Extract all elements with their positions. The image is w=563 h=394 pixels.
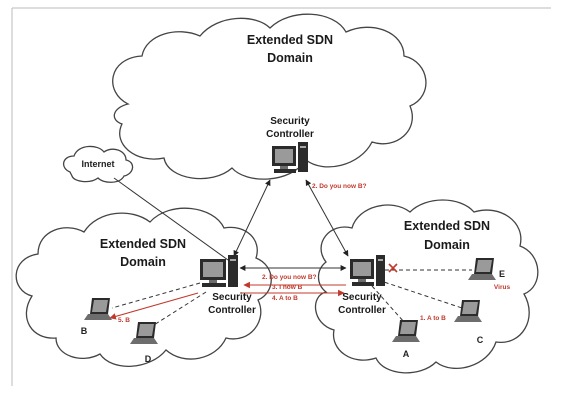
right-domain-title-line1: Extended SDN <box>404 219 490 233</box>
link-right-to-a <box>371 285 405 323</box>
left-controller-label-line2: Controller <box>208 305 256 316</box>
host-c-label: C <box>477 335 484 345</box>
right-domain-title-line2: Domain <box>424 238 470 252</box>
link-left-to-b <box>111 282 201 309</box>
virus-label: Virus <box>494 284 511 291</box>
link-left-to-d <box>145 291 207 331</box>
top-controller-label-line2: Controller <box>266 129 314 140</box>
laptop-b-icon[interactable] <box>84 298 112 320</box>
internet-label: Internet <box>81 159 114 169</box>
message-middle-3: 3. I now B <box>272 284 303 291</box>
laptop-a-icon[interactable] <box>392 320 420 342</box>
cloud-left <box>15 207 272 367</box>
cloud-top <box>112 13 427 180</box>
right-controller-label-line1: Security <box>342 292 382 303</box>
host-e-label: E <box>499 269 505 279</box>
link-right-to-c <box>377 279 463 309</box>
host-b-label: B <box>81 326 88 336</box>
internet-link <box>113 177 229 261</box>
message-middle-4: 4. A to B <box>272 295 298 302</box>
link-top-right <box>305 179 349 257</box>
blocked-cross-icon <box>388 263 398 273</box>
laptop-e-icon[interactable] <box>468 258 496 280</box>
message-middle-1: 2. Do you now B? <box>262 274 317 281</box>
left-controller-icon[interactable] <box>200 255 238 287</box>
host-a-label: A <box>403 349 410 359</box>
cloud-right <box>314 199 539 374</box>
message-right-1: 1. A to B <box>420 315 446 322</box>
host-d-label: D <box>145 354 152 364</box>
laptop-c-icon[interactable] <box>454 300 482 322</box>
left-domain-title-line1: Extended SDN <box>100 237 186 251</box>
message-arrow-5 <box>109 292 199 320</box>
top-controller-icon[interactable] <box>272 142 308 173</box>
top-domain-title-line1: Extended SDN <box>247 33 333 47</box>
link-top-left <box>233 179 271 257</box>
internet-cloud <box>63 145 134 183</box>
message-left-5: 5. B <box>118 317 130 324</box>
top-controller-label-line1: Security <box>270 116 310 127</box>
right-controller-icon[interactable] <box>350 255 385 286</box>
laptop-d-icon[interactable] <box>130 322 158 344</box>
left-controller-label-line1: Security <box>212 292 252 303</box>
right-controller-label-line2: Controller <box>338 305 386 316</box>
message-top-right: 2. Do you now B? <box>312 183 367 190</box>
left-domain-title-line2: Domain <box>120 255 166 269</box>
top-domain-title-line2: Domain <box>267 51 313 65</box>
